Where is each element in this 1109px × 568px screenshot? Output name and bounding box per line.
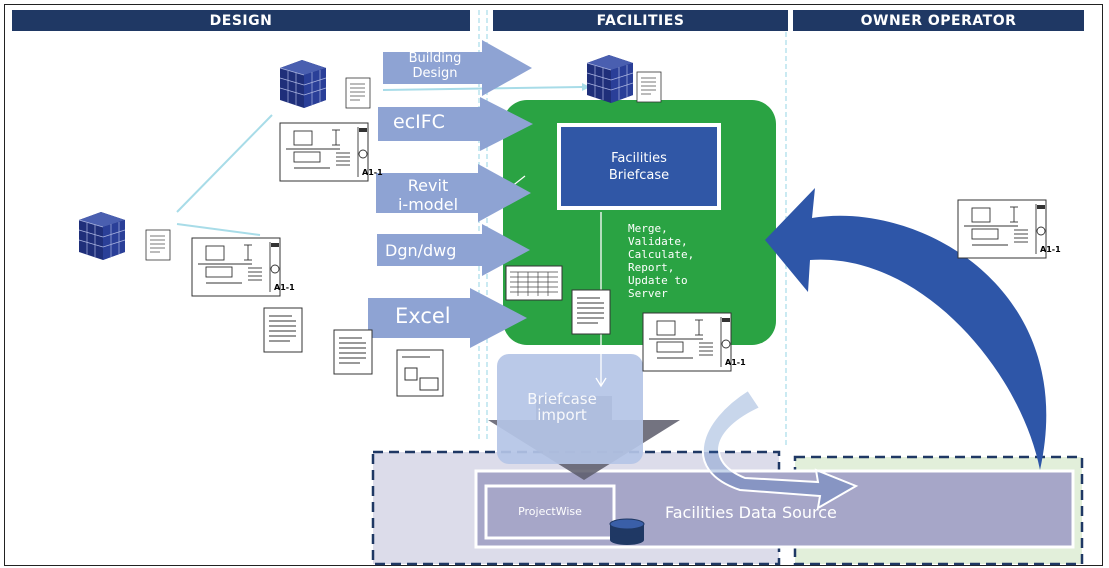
connector-arrowhead xyxy=(582,83,590,91)
briefcase-import-label-line1: Briefcase xyxy=(527,390,597,408)
header-design: DESIGN xyxy=(12,10,470,31)
process-step: Validate, xyxy=(628,235,688,248)
excel-label: Excel xyxy=(395,304,451,328)
arrow-revit xyxy=(376,164,531,222)
arrow-building-design xyxy=(383,40,532,96)
header-owner-operator: OWNER OPERATOR xyxy=(793,10,1084,31)
process-step: Calculate, xyxy=(628,248,695,261)
sheet-label: A1-1 xyxy=(725,358,746,367)
revit-label-line1: Revit xyxy=(407,176,449,195)
database-icon xyxy=(609,518,645,545)
briefcase-import-label-line2: import xyxy=(537,406,587,424)
building-design-label-line2: Design xyxy=(412,66,458,81)
page-icon xyxy=(345,77,371,109)
return-arrow xyxy=(765,188,1047,470)
document-icon xyxy=(263,307,303,353)
drawing-sheet-icon xyxy=(957,199,1047,259)
sheet-label: A1-1 xyxy=(1040,245,1061,254)
connector-line xyxy=(176,223,261,236)
facilities-briefcase-label-line1: Facilities xyxy=(611,151,667,166)
outer-frame xyxy=(4,4,1103,566)
projectwise-label: ProjectWise xyxy=(518,505,582,518)
drawing-sheet-icon xyxy=(191,237,281,297)
process-step: Merge, xyxy=(628,222,668,235)
arrow-ecifc xyxy=(378,97,533,151)
facilities-data-source-label: Facilities Data Source xyxy=(665,503,837,522)
process-step: Report, xyxy=(628,261,675,274)
sheet-label: A1-1 xyxy=(362,168,383,177)
drawing-sheet-icon xyxy=(279,122,369,182)
document-icon xyxy=(333,329,373,375)
facilities-briefcase-label-line2: Briefcase xyxy=(608,168,670,183)
revit-label: Revit i-model xyxy=(378,176,478,214)
document-icon xyxy=(571,289,611,335)
model-cube-icon xyxy=(78,211,126,261)
briefcase-import-box xyxy=(497,354,643,464)
process-steps-list: Merge, Validate, Calculate, Report, Upda… xyxy=(628,222,694,300)
document-icon xyxy=(396,349,444,397)
facilities-briefcase-box xyxy=(557,123,721,210)
header-facilities: FACILITIES xyxy=(493,10,788,31)
process-step: Update to xyxy=(628,274,688,287)
revit-label-line2: i-model xyxy=(397,195,459,214)
sheet-label: A1-1 xyxy=(274,283,295,292)
connector-line xyxy=(176,114,273,213)
projectwise-box xyxy=(484,484,616,540)
page-icon xyxy=(145,229,171,261)
building-design-label-line1: Building xyxy=(408,51,462,66)
facilities-briefcase-label: Facilities Briefcase xyxy=(563,150,715,184)
curved-arrow-to-data-source xyxy=(701,388,859,510)
building-design-label: Building Design xyxy=(392,51,478,81)
arrow-dgn-dwg xyxy=(377,224,530,276)
process-step: Server xyxy=(628,287,668,300)
model-cube-icon xyxy=(279,59,327,109)
spreadsheet-icon xyxy=(505,265,563,301)
page-icon xyxy=(636,71,662,103)
ecifc-label: ecIFC xyxy=(393,111,445,133)
model-cube-icon xyxy=(586,54,634,104)
flow-arrowhead xyxy=(595,377,607,388)
briefcase-import-label: Briefcase import xyxy=(502,391,622,423)
drawing-sheet-icon xyxy=(642,312,732,372)
dgn-dwg-label: Dgn/dwg xyxy=(385,241,457,260)
arrow-excel xyxy=(368,288,527,348)
